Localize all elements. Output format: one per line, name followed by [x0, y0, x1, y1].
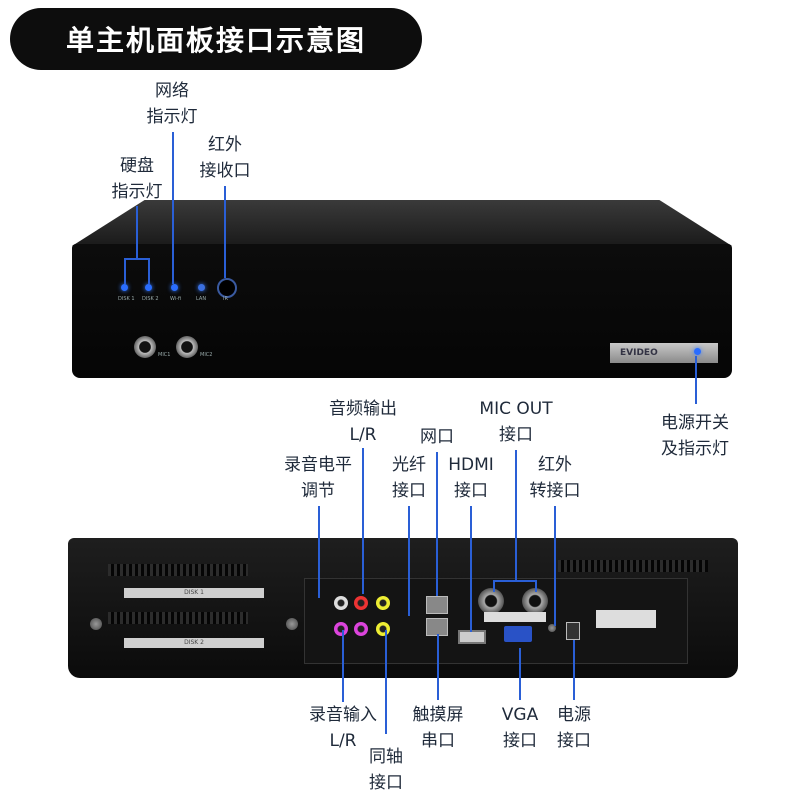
cvbs-out[interactable]	[376, 596, 390, 610]
screw-mid	[286, 618, 298, 630]
line-hdmi	[470, 506, 472, 632]
serial-sticker	[484, 612, 546, 622]
screw-left	[90, 618, 102, 630]
line-vga	[519, 648, 521, 700]
line-mic-out-bar	[493, 580, 537, 582]
label-rec-level: 录音电平调节	[284, 455, 352, 501]
hdmi-port[interactable]	[458, 630, 486, 644]
label-lan: 网口	[420, 427, 454, 447]
wifi-led	[171, 284, 178, 291]
audio-out-r[interactable]	[354, 596, 368, 610]
lan-led	[198, 284, 205, 291]
line-audio-out	[362, 448, 364, 594]
line-mic-out-right	[535, 580, 537, 592]
disk2-led	[145, 284, 152, 291]
line-hdd-stem	[136, 206, 138, 258]
brand-logo: EVIDEO	[620, 348, 658, 358]
lan-label: LAN	[196, 296, 207, 302]
mic1-label: MIC1	[158, 352, 171, 358]
line-power-port	[573, 640, 575, 700]
line-ir	[224, 186, 226, 278]
mic1-jack[interactable]	[134, 336, 156, 358]
ir-ext-port[interactable]	[548, 624, 556, 632]
disk1-led	[121, 284, 128, 291]
disk2-bay: DISK 2	[124, 638, 264, 648]
rec-in-l[interactable]	[334, 622, 348, 636]
rec-in-r[interactable]	[354, 622, 368, 636]
ir-receiver	[217, 278, 237, 298]
disk1-bay: DISK 1	[124, 588, 264, 598]
rating-sticker	[596, 610, 656, 628]
label-optical: 光纤接口	[392, 455, 426, 501]
chassis-top	[72, 200, 732, 246]
dc-power-port[interactable]	[566, 622, 580, 640]
brand-plate: EVIDEO	[610, 343, 718, 363]
label-network-led: 网络指示灯	[146, 81, 198, 127]
line-hdd-left	[124, 258, 126, 284]
line-coax	[385, 630, 387, 734]
lan-port[interactable]	[426, 596, 448, 614]
label-hdd-led: 硬盘指示灯	[111, 156, 163, 202]
mic-out-2[interactable]	[478, 588, 504, 614]
mic2-label: MIC2	[200, 352, 213, 358]
page-title: 单主机面板接口示意图	[10, 8, 422, 70]
label-power-switch: 电源开关及指示灯	[661, 413, 729, 459]
line-rec-level	[318, 506, 320, 598]
line-optical	[408, 506, 410, 616]
disk2-label: DISK 2	[142, 296, 159, 302]
line-lan	[436, 452, 438, 596]
power-button[interactable]	[694, 348, 701, 355]
vent-left-lower	[108, 612, 248, 624]
line-power	[695, 356, 697, 404]
disk1-label: DISK 1	[118, 296, 135, 302]
label-ir-receiver: 红外接收口	[199, 135, 251, 181]
back-panel: DISK 1 DISK 2	[68, 538, 738, 678]
wifi-label: Wi-fi	[170, 296, 182, 302]
mic2-jack[interactable]	[176, 336, 198, 358]
vent-right	[558, 560, 708, 572]
line-hdd-right	[148, 258, 150, 284]
line-touch	[437, 634, 439, 700]
audio-out-l[interactable]	[334, 596, 348, 610]
line-ir-ext	[554, 506, 556, 626]
vent-left	[108, 564, 248, 576]
label-ir-ext: 红外转接口	[529, 455, 581, 501]
vga-port[interactable]	[504, 626, 532, 642]
front-panel: DISK 1 DISK 2 Wi-fi LAN IR MIC1 MIC2 EVI…	[72, 200, 732, 378]
line-network	[172, 132, 174, 284]
coax-out[interactable]	[376, 622, 390, 636]
label-coax: 同轴接口	[369, 747, 403, 793]
line-hdd-bar	[124, 258, 150, 260]
line-mic-out-left	[493, 580, 495, 592]
line-rec-in	[342, 630, 344, 702]
label-power-port: 电源接口	[557, 705, 591, 751]
line-mic-out-stem	[515, 450, 517, 580]
label-touch-serial: 触摸屏串口	[412, 705, 464, 751]
mic-out-1[interactable]	[522, 588, 548, 614]
ir-label: IR	[223, 296, 228, 302]
